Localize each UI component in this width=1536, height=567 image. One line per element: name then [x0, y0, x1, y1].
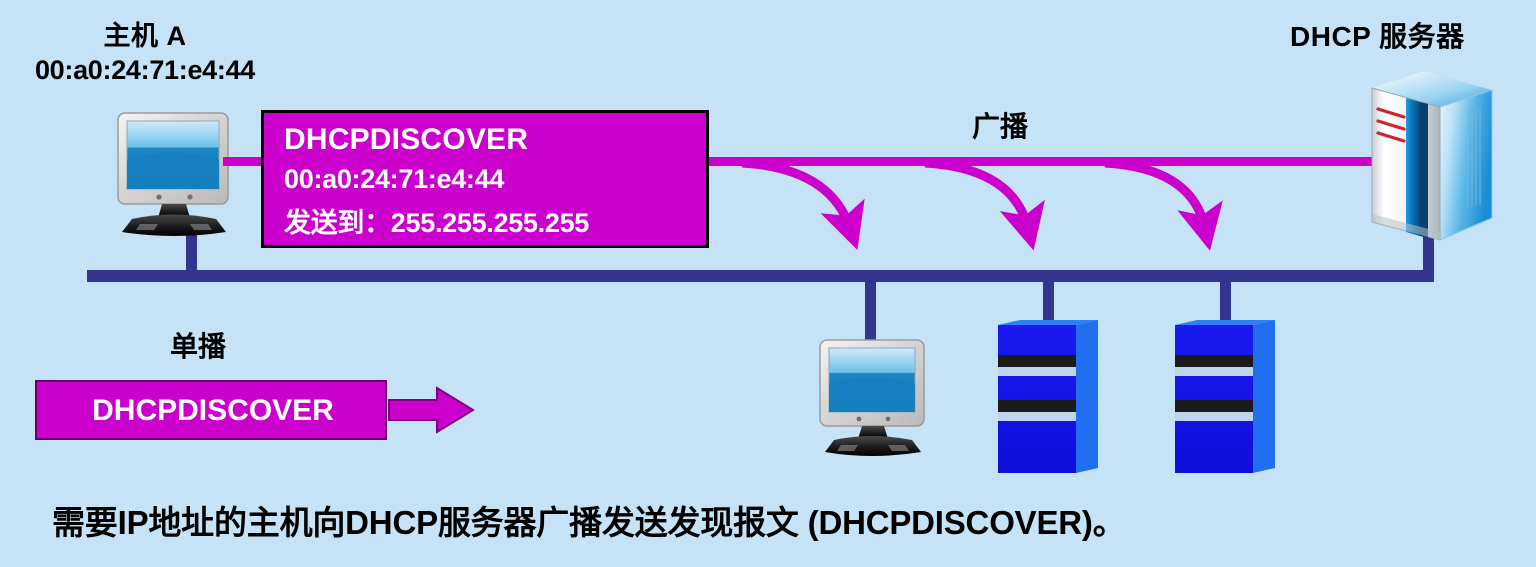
host-a-monitor-icon [117, 112, 229, 236]
diagram-caption: 需要IP地址的主机向DHCP服务器广播发送发现报文 (DHCPDISCOVER)… [52, 504, 1126, 541]
broadcast-arrows [741, 158, 1223, 251]
network-node-monitor-icon [819, 339, 925, 456]
broadcast-arrow-3 [1104, 158, 1223, 251]
network-bus [87, 222, 1434, 346]
broadcast-arrow-1 [741, 158, 865, 251]
dhcp-server-tower-icon [1371, 71, 1493, 241]
dhcp-server-label: DHCP 服务器 [1290, 21, 1465, 52]
host-a-mac-label: 00:a0:24:71:e4:44 [34, 55, 256, 85]
legend-message-label: DHCPDISCOVER [92, 394, 334, 427]
message-destination: 发送到：255.255.255.255 [284, 208, 589, 238]
broadcast-label: 广播 [972, 111, 1029, 142]
message-title: DHCPDISCOVER [284, 123, 529, 156]
legend-mode-label: 单播 [170, 331, 227, 362]
legend-arrow-icon [388, 386, 475, 434]
host-a-name-label: 主机 A [103, 21, 187, 51]
host-to-message-connector [223, 157, 265, 166]
legend-message-box: DHCPDISCOVER [35, 380, 387, 440]
network-node-server-1-icon [998, 320, 1098, 473]
network-node-server-2-icon [1175, 320, 1275, 473]
broadcast-arrow-2 [924, 158, 1045, 251]
broadcast-trunk-line [709, 138, 1428, 185]
dhcpdiscover-message-box: DHCPDISCOVER 00:a0:24:71:e4:44 发送到：255.2… [261, 110, 709, 248]
message-source-mac: 00:a0:24:71:e4:44 [284, 164, 505, 194]
